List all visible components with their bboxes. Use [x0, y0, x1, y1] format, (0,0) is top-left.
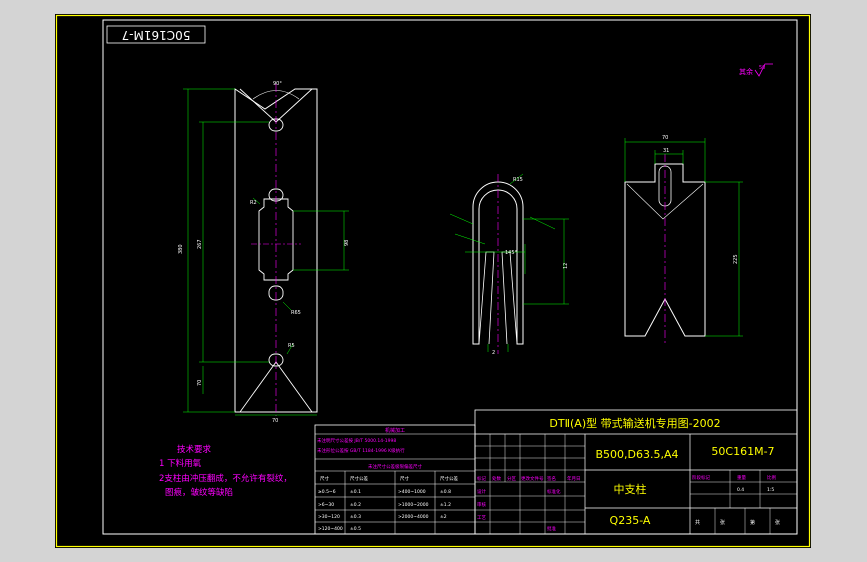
part-name: 中支柱: [614, 482, 647, 496]
stage-v2: 1:5: [767, 487, 774, 493]
notes-r0c3: ±0.8: [440, 489, 451, 495]
right-height: 225: [733, 254, 739, 264]
front-r-top: R2: [250, 200, 257, 206]
notes-r0c2: >400~1000: [398, 489, 426, 495]
stage-b3: 张: [775, 519, 780, 526]
sign-label-1: 处数: [492, 475, 501, 482]
sign-label-4: 签名: [547, 475, 556, 482]
stage-v1: 0.4: [737, 487, 744, 493]
sign-label-6: 设计: [477, 488, 486, 495]
notes-sub-title: 未注尺寸公差极限偏差尺寸: [368, 463, 422, 470]
right-width: 70: [662, 135, 668, 141]
front-bottom-height: 70: [197, 380, 203, 386]
stage-h2: 比例: [767, 474, 776, 481]
notes-line1: 未注明尺寸公差按 JB/T 5000.14-1998: [317, 437, 396, 444]
rotated-code-box: [106, 25, 206, 44]
front-slot-height: 98: [344, 240, 350, 246]
roughness-value: 50: [759, 65, 765, 71]
front-mid-slot: [258, 198, 294, 281]
stage-h0: 阶段标记: [692, 474, 710, 481]
mid-r: R15: [513, 177, 523, 183]
notes-h2: 尺寸: [400, 475, 409, 482]
rotated-code: 50C161M-7: [122, 28, 191, 42]
front-view: 90° 380 267 98: [178, 81, 350, 424]
sign-label-0: 标记: [477, 475, 486, 482]
roughness-symbol: [754, 63, 773, 77]
inner-border: [102, 19, 798, 535]
mid-height: 12: [563, 263, 569, 269]
side-right-leg: [501, 251, 518, 345]
notes-r1c0: >6~30: [318, 502, 334, 508]
side-left-leg: [478, 251, 495, 345]
side-u-bend: [472, 181, 524, 345]
right-inner-v: [626, 183, 704, 220]
drawing-code: 50C161M-7: [711, 445, 774, 458]
tech-req-2a: 2支柱由冲压翻成，不允许有裂纹，: [159, 473, 292, 484]
title-block: 机械加工 未注明尺寸公差按 JB/T 5000.14-1998 未注形位公差按 …: [314, 409, 798, 535]
stage-h1: 重量: [737, 474, 746, 481]
notes-r2c3: ±2: [440, 514, 447, 520]
main-title-frame: [474, 409, 798, 535]
right-view: 70 31 225: [624, 135, 743, 344]
notes-r1c3: ±1.2: [440, 502, 451, 508]
notes-r0c1: ±0.1: [350, 489, 361, 495]
tech-req-1: 1 下料用氧: [159, 458, 202, 469]
drawing-spec: B500,D63.5,A4: [595, 448, 678, 461]
sign-label-10: 批准: [547, 525, 556, 532]
stage-b1: 张: [720, 519, 725, 526]
notes-r1c1: ±0.2: [350, 502, 361, 508]
sign-label-8: 审核: [477, 501, 486, 508]
notes-h0: 尺寸: [320, 475, 329, 482]
sign-label-5: 年月日: [567, 475, 581, 482]
mid-angle: 145°: [505, 250, 518, 256]
notes-r0c0: ≥0.5~6: [318, 489, 336, 495]
stage-b2: 第: [750, 519, 755, 526]
material: Q235-A: [610, 514, 651, 527]
front-bottom-slot: [268, 353, 284, 367]
drawing-canvas: 50C161M-7 其余 50 90°: [55, 14, 811, 548]
sign-label-3: 更改文件号: [521, 475, 544, 482]
notes-r2c1: ±0.3: [350, 514, 361, 520]
notes-h3: 尺寸公差: [440, 475, 458, 482]
notes-h1: 尺寸公差: [350, 475, 368, 482]
front-r-low: R65: [291, 310, 301, 316]
front-width: 70: [272, 418, 278, 424]
notes-r2c0: >30~120: [318, 514, 340, 520]
outer-border: [55, 14, 811, 548]
sign-label-2: 分区: [507, 475, 516, 482]
notes-line2: 未注形位公差按 GB/T 1184-1996 K级执行: [317, 447, 405, 454]
mid-small: 2: [492, 350, 495, 356]
drawing-svg: 50C161M-7 其余 50 90°: [55, 14, 811, 548]
front-top-angle: 90°: [273, 81, 282, 87]
stage-b0: 共: [695, 519, 700, 526]
tech-req-2b: 图痕，皱纹等缺陷: [165, 487, 233, 498]
side-view: R15 145° 12 2: [449, 173, 569, 356]
roughness-label: 其余: [739, 67, 753, 76]
notes-r3c0: >120~400: [318, 526, 343, 532]
front-inner-height: 267: [197, 239, 203, 249]
notes-r3c1: ±0.5: [350, 526, 361, 532]
front-total-height: 380: [178, 244, 184, 254]
sign-label-7: 标准化: [547, 488, 561, 495]
sign-label-9: 工艺: [477, 515, 486, 521]
drawing-title: DTⅡ(A)型 带式输送机专用图-2002: [549, 416, 720, 430]
notes-r1c2: >1000~2000: [398, 502, 429, 508]
right-slot-dim: 31: [663, 148, 669, 154]
notes-r2c2: >2000~4000: [398, 514, 429, 520]
notes-title: 机械加工: [385, 427, 405, 434]
tech-req-title: 技术要求: [177, 444, 212, 455]
right-outline: [624, 163, 706, 337]
front-r-bottom: R5: [288, 343, 295, 349]
